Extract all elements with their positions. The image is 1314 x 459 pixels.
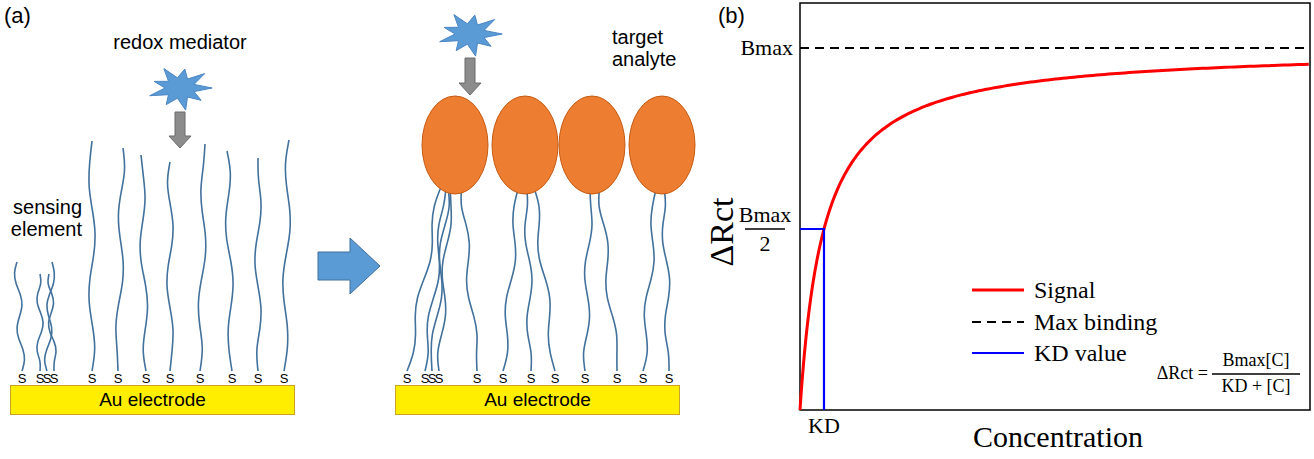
sulfur-anchor: S	[665, 372, 674, 385]
sulfur-anchor: S	[581, 372, 590, 385]
sulfur-anchor: S	[166, 372, 175, 385]
sensing-strand	[599, 188, 617, 371]
diffusion-arrow	[169, 112, 191, 148]
sensing-strand	[255, 158, 261, 371]
sensing-strand	[438, 188, 452, 371]
kd-guide	[800, 229, 824, 410]
legend-sample	[972, 289, 1024, 292]
analyte-ellipse	[629, 96, 695, 194]
analyte-ellipse	[422, 96, 488, 194]
sulfur-anchor: S	[88, 372, 97, 385]
sulfur-anchor: S	[551, 372, 560, 385]
sensing-strand	[283, 140, 290, 371]
tick-label: 2	[760, 232, 771, 256]
fraction-bar	[1212, 373, 1300, 374]
sulfur-anchor: S	[613, 372, 622, 385]
equation-term: KD + [C]	[1221, 377, 1290, 397]
sensing-strand	[525, 188, 532, 371]
axis-title: Concentration	[973, 420, 1143, 453]
sulfur-anchor: S	[228, 372, 237, 385]
max-binding-line	[800, 47, 1310, 49]
tick-label: Bmax	[739, 203, 792, 227]
legend-label: KD value	[1034, 340, 1127, 366]
sensing-strand	[461, 188, 477, 371]
equation-term: Bmax[C]	[1223, 351, 1290, 371]
sulfur-anchor: S	[50, 372, 59, 385]
sensing-strand	[15, 262, 25, 371]
sensing-strand	[584, 188, 592, 371]
analyte-ellipse	[559, 96, 625, 194]
sensing-strand	[116, 148, 125, 371]
plot-frame	[800, 3, 1310, 410]
tick-label: KD	[808, 414, 840, 438]
sensing-strand	[431, 188, 449, 371]
sensing-strand	[643, 188, 656, 371]
part-label: sensing element	[2, 196, 82, 240]
sulfur-anchor: S	[196, 372, 205, 385]
sulfur-anchor: S	[473, 372, 482, 385]
tick-label: Bmax	[740, 36, 793, 60]
sulfur-anchor: S	[280, 372, 289, 385]
sulfur-anchor: S	[18, 372, 27, 385]
sulfur-anchor: S	[639, 372, 648, 385]
sensing-strand	[662, 188, 669, 371]
sensing-strand	[198, 144, 205, 371]
mediator-star	[440, 15, 503, 57]
sensing-strand	[503, 188, 518, 371]
legend-label: Max binding	[1034, 309, 1157, 335]
sulfur-anchor: S	[114, 372, 123, 385]
diffusion-arrow	[459, 58, 481, 95]
sulfur-anchor: S	[142, 372, 151, 385]
sulfur-anchor: S	[435, 372, 444, 385]
sensing-strand	[226, 151, 233, 371]
legend-sample	[972, 352, 1024, 354]
legend-label: Signal	[1034, 277, 1095, 303]
binding-chart	[800, 64, 1309, 410]
sensing-strand	[37, 274, 43, 371]
panel-letter: (b)	[718, 4, 745, 28]
sulfur-anchor: S	[499, 372, 508, 385]
sulfur-anchor: S	[254, 372, 263, 385]
mediator-star	[150, 69, 213, 111]
electrode-slab: Au electrode	[10, 385, 295, 415]
axis-title: ΔRct	[703, 197, 740, 266]
signal-curve	[800, 64, 1309, 410]
sensing-strand	[167, 162, 173, 371]
sulfur-anchor: S	[403, 372, 412, 385]
process-arrow	[318, 238, 380, 294]
part-label: target analyte	[612, 26, 696, 70]
panel-letter: (a)	[4, 4, 31, 28]
sulfur-anchor: S	[527, 372, 536, 385]
analyte-ellipse	[492, 96, 558, 194]
part-label: redox mediator	[113, 31, 246, 53]
sensing-strand	[534, 188, 555, 371]
electrode-label: Au electrode	[484, 390, 591, 411]
fraction-bar	[745, 228, 785, 229]
sensing-strand	[407, 188, 441, 371]
electrode-slab: Au electrode	[395, 385, 680, 415]
sensing-strand	[48, 274, 56, 371]
legend-sample	[972, 321, 1024, 323]
equation-term: ΔRct =	[1157, 364, 1208, 384]
sensing-strand	[140, 155, 147, 371]
target-analytes	[422, 96, 695, 194]
sensing-strand	[89, 141, 95, 371]
electrode-label: Au electrode	[99, 390, 206, 411]
